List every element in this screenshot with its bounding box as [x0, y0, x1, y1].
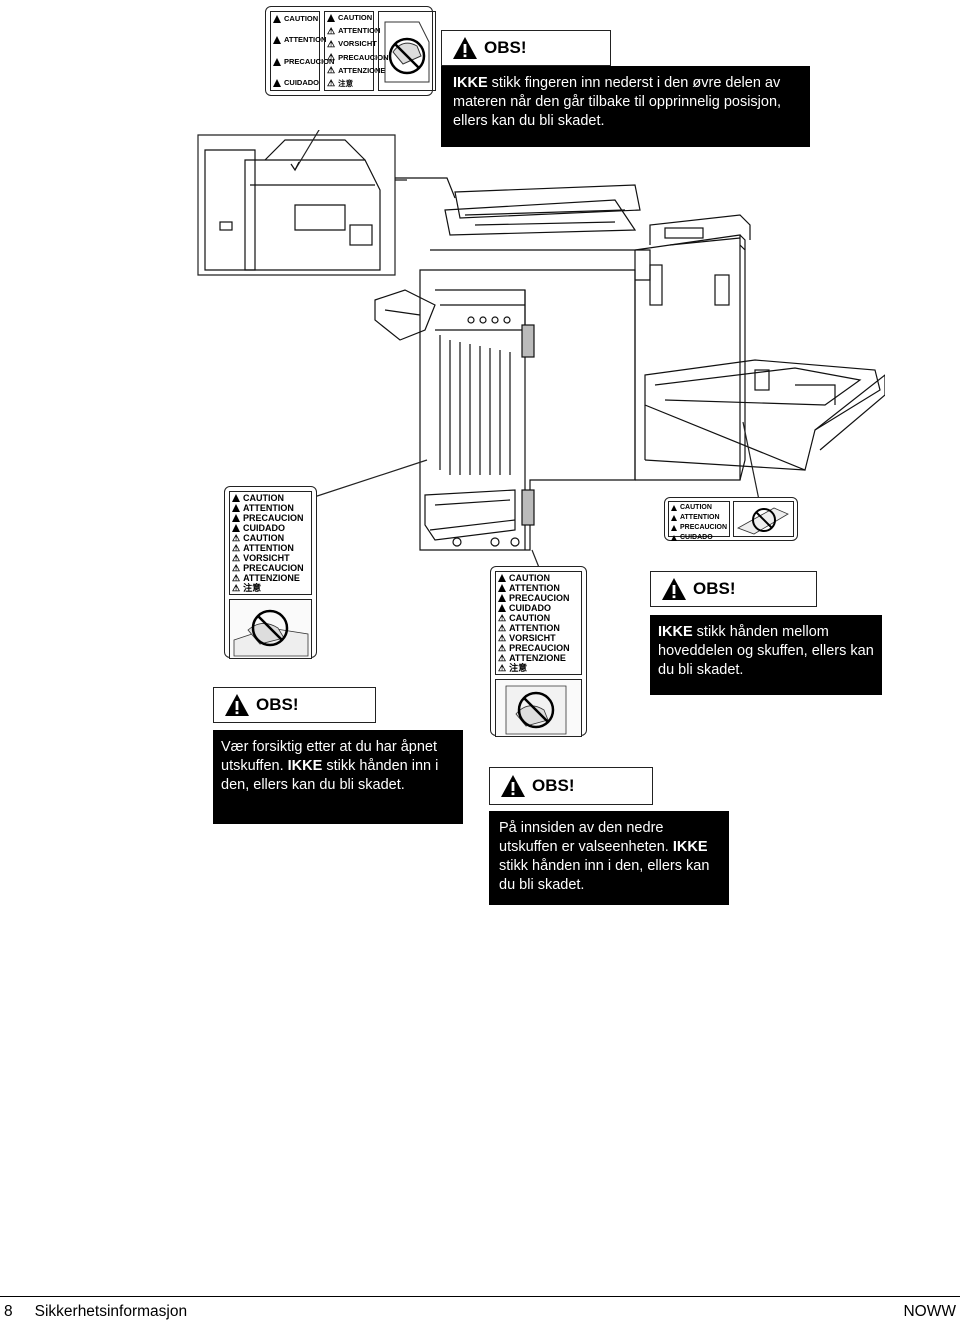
sticker-middle-column: CAUTION ⚠ATTENTION ⚠VORSICHT ⚠PRECAUCION… — [324, 11, 389, 91]
warning-1-heading: OBS! — [441, 30, 611, 66]
warning-outline-icon: ⚠ — [327, 65, 336, 76]
warning-triangle-icon — [232, 514, 240, 522]
doc-code: NOWW — [903, 1303, 956, 1320]
no-hand-pictogram-icon — [505, 685, 567, 735]
warning-sticker-feeder: CAUTION ATTENTION PRECAUCION CUIDADO CAU… — [265, 6, 436, 96]
warning-outline-icon: ⚠ — [232, 582, 241, 593]
warning-outline-icon: ⚠ — [498, 662, 507, 673]
warning-triangle-icon — [273, 78, 281, 87]
warning-outline-icon: ⚠ — [232, 532, 241, 543]
page-number: 8 — [4, 1303, 13, 1320]
no-hand-pictogram-icon — [737, 507, 789, 535]
warning-outline-icon: ⚠ — [327, 38, 336, 49]
warning-triangle-icon — [498, 604, 506, 612]
warning-triangle-icon — [498, 584, 506, 592]
warning-4-body: På innsiden av den nedre utskuffen er va… — [489, 811, 729, 905]
section-title: Sikkerhetsinformasjon — [34, 1303, 188, 1320]
printer-finisher-illustration — [197, 130, 885, 571]
warning-outline-icon: ⚠ — [232, 572, 241, 583]
warning-triangle-icon — [498, 574, 506, 582]
warning-2-heading: OBS! — [650, 571, 817, 607]
warning-outline-icon: ⚠ — [498, 622, 507, 633]
warning-triangle-icon — [498, 594, 506, 602]
warning-outline-icon: ⚠ — [232, 562, 241, 573]
warning-triangle-icon — [273, 36, 281, 45]
warning-triangle-icon — [671, 505, 677, 511]
warning-triangle-icon — [232, 524, 240, 532]
warning-outline-icon: ⚠ — [232, 542, 241, 553]
warning-triangle-icon — [225, 694, 249, 716]
warning-outline-icon: ⚠ — [498, 642, 507, 653]
no-hand-pictogram-icon — [233, 609, 309, 657]
warning-triangle-icon — [273, 15, 281, 23]
sticker-pictogram — [378, 11, 436, 91]
warning-triangle-icon — [662, 578, 686, 600]
warning-outline-icon: ⚠ — [498, 632, 507, 643]
warning-sticker-drawer: CAUTION ATTENTION PRECAUCION CUIDADO — [664, 497, 798, 541]
warning-triangle-icon — [501, 775, 525, 797]
warning-triangle-icon — [671, 525, 677, 531]
warning-triangle-icon — [671, 515, 677, 521]
page-footer: 8 Sikkerhetsinformasjon NOWW — [0, 1296, 960, 1321]
warning-outline-icon: ⚠ — [498, 612, 507, 623]
warning-outline-icon: ⚠ — [232, 552, 241, 563]
warning-triangle-icon — [232, 504, 240, 512]
sticker-left-column: CAUTION ATTENTION PRECAUCION CUIDADO — [270, 11, 334, 91]
warning-outline-icon: ⚠ — [327, 78, 336, 89]
warning-outline-icon: ⚠ — [327, 52, 336, 63]
warning-triangle-icon — [327, 14, 335, 22]
warning-triangle-icon — [232, 494, 240, 502]
warning-sticker-lower-tray: CAUTION ATTENTION PRECAUCION CUIDADO ⚠CA… — [490, 566, 587, 737]
warning-4-heading: OBS! — [489, 767, 653, 805]
warning-triangle-icon — [273, 57, 281, 66]
warning-1-body: IKKE stikk fingeren inn nederst i den øv… — [441, 66, 810, 147]
warning-3-body: Vær forsiktig etter at du har åpnet utsk… — [213, 730, 463, 824]
warning-outline-icon: ⚠ — [327, 25, 336, 36]
no-hand-pictogram-icon — [384, 21, 430, 83]
warning-triangle-icon — [671, 535, 677, 541]
warning-outline-icon: ⚠ — [498, 652, 507, 663]
warning-3-heading: OBS! — [213, 687, 376, 723]
warning-sticker-output-tray: CAUTION ATTENTION PRECAUCION CUIDADO ⚠CA… — [224, 486, 317, 659]
warning-2-body: IKKE stikk hånden mellom hoveddelen og s… — [650, 615, 882, 695]
warning-triangle-icon — [453, 37, 477, 59]
